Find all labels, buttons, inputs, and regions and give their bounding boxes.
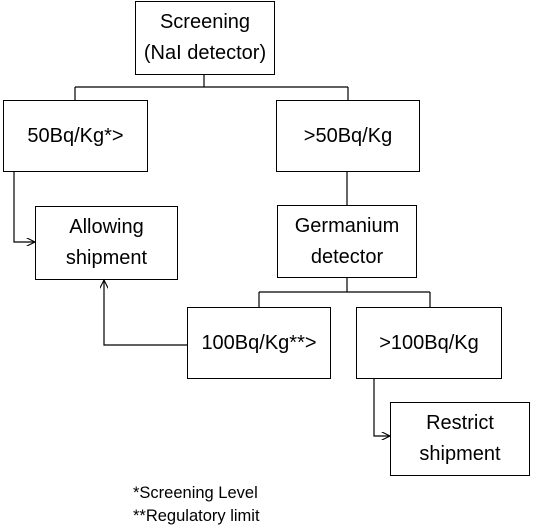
above-screening-level-box: >50Bq/Kg (276, 100, 420, 172)
arrow-regulatory-to-allowing (104, 280, 187, 346)
footnotes: *Screening Level **Regulatory limit (133, 482, 260, 528)
below-screening-level-box: 50Bq/Kg*> (3, 100, 148, 172)
screening-box: Screening (NaI detector) (135, 1, 275, 75)
allowing-shipment-box: Allowing shipment (35, 206, 178, 280)
restrict-shipment-line2: shipment (419, 443, 501, 465)
connector-germanium-split (258, 278, 431, 307)
connector-screening-split (74, 75, 349, 100)
below-regulatory-limit-label: 100Bq/Kg**> (201, 331, 317, 354)
below-screening-level-label: 50Bq/Kg*> (27, 124, 124, 147)
below-regulatory-limit-box: 100Bq/Kg**> (187, 307, 331, 379)
above-regulatory-limit-label: >100Bq/Kg (379, 331, 479, 354)
germanium-detector-line2: detector (310, 245, 384, 268)
above-regulatory-limit-box: >100Bq/Kg (356, 307, 502, 379)
germanium-detector-box: Germanium detector (277, 205, 417, 278)
restrict-shipment-box: Restrict shipment (390, 402, 530, 476)
footnote-regulatory-limit: **Regulatory limit (133, 507, 260, 525)
screening-title: Screening (159, 11, 251, 33)
germanium-detector-line1: Germanium (294, 214, 400, 237)
arrow-over-to-restrict (373, 379, 390, 436)
screening-detector: (NaI detector) (143, 42, 267, 64)
allowing-shipment-line2: shipment (65, 247, 148, 269)
footnote-screening-level: *Screening Level (133, 484, 258, 502)
restrict-shipment-line1: Restrict (426, 412, 494, 434)
arrow-low-to-allowing (13, 172, 35, 242)
above-screening-level-label: >50Bq/Kg (303, 124, 393, 147)
allowing-shipment-line1: Allowing (69, 216, 144, 238)
